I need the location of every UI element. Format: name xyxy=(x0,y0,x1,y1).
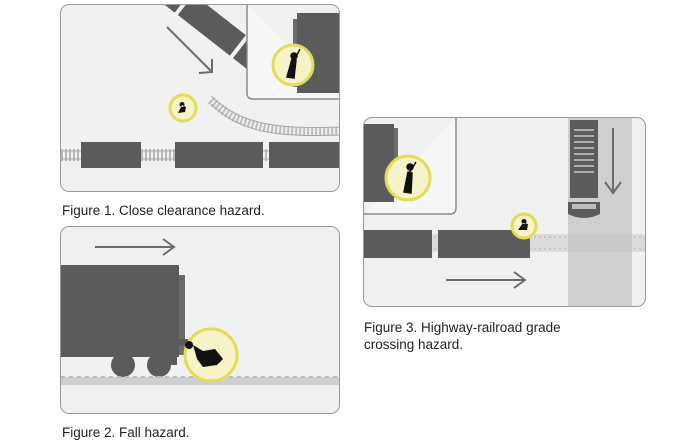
railcar-with-ladder xyxy=(61,265,193,377)
figure-3-inset xyxy=(364,118,457,215)
arrow-diagonal-icon xyxy=(166,26,213,74)
arrow-right-icon xyxy=(446,271,527,289)
figure-3-panel xyxy=(363,117,646,307)
figure-1-panel xyxy=(60,4,340,192)
worker-silhouette-icon xyxy=(518,219,528,230)
worker-silhouette-icon xyxy=(403,161,417,194)
grade-crossing xyxy=(568,234,632,252)
figure-2-panel xyxy=(60,226,340,414)
curved-track xyxy=(207,96,339,136)
truck-icon xyxy=(568,120,600,218)
figure-3-illustration xyxy=(364,118,645,306)
hazard-circle-icon xyxy=(510,212,538,240)
figure-3-caption-line-1: Figure 3. Highway-railroad grade xyxy=(364,320,561,335)
hazard-circle-icon xyxy=(168,93,198,123)
figure-1-caption: Figure 1. Close clearance hazard. xyxy=(62,203,265,218)
figure-1-inset xyxy=(246,5,339,100)
arrow-right-icon xyxy=(95,238,176,256)
worker-silhouette-icon xyxy=(178,102,186,113)
figure-1-illustration xyxy=(61,5,339,168)
figure-3-caption-line-2: crossing hazard. xyxy=(364,337,464,352)
figure-2-illustration xyxy=(61,238,339,385)
arrow-down-icon xyxy=(604,128,622,195)
track xyxy=(61,377,339,385)
figure-2-caption: Figure 2. Fall hazard. xyxy=(62,425,190,440)
train xyxy=(364,230,530,258)
hazard-circle-icon xyxy=(183,327,239,383)
worker-silhouette-icon xyxy=(185,341,223,367)
worker-silhouette-icon xyxy=(286,48,301,79)
standing-train xyxy=(81,142,339,168)
